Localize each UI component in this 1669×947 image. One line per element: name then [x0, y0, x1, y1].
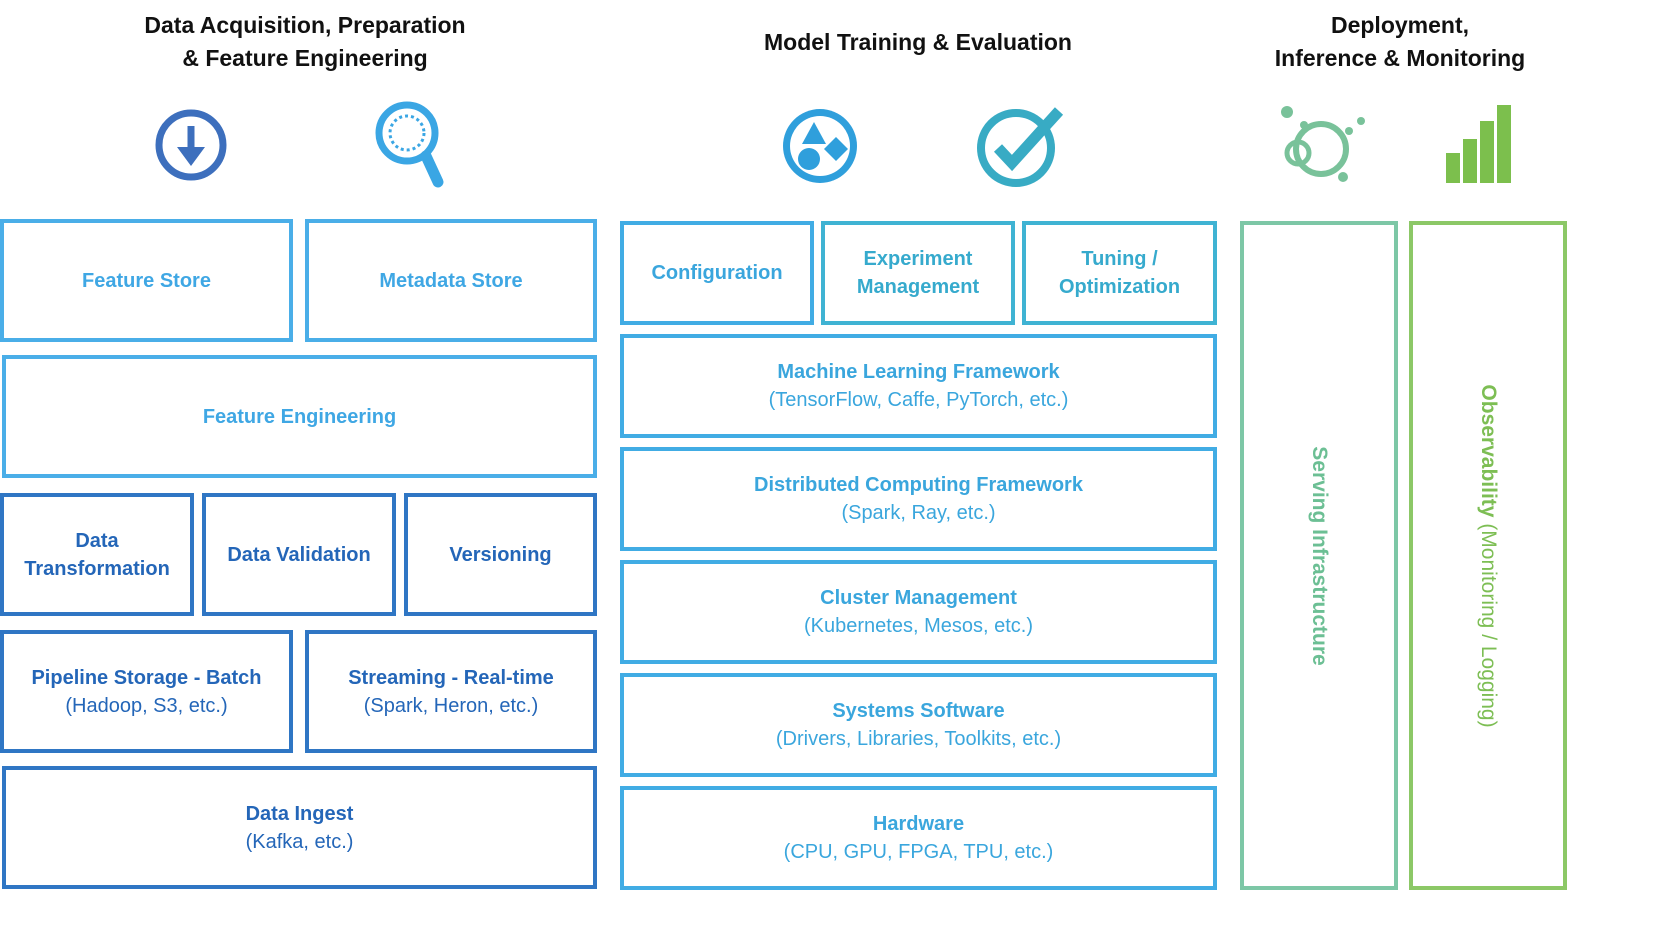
streaming-box: Streaming - Real-time (Spark, Heron, etc… — [305, 630, 597, 753]
systems-software-title: Systems Software — [832, 700, 1005, 722]
data-ingest-sub: (Kafka, etc.) — [245, 830, 354, 853]
header-training-line: Model Training & Evaluation — [764, 29, 1072, 55]
systems-software-box: Systems Software (Drivers, Libraries, To… — [620, 673, 1217, 777]
experiment-management-line2: Management — [856, 276, 980, 298]
observability-title: Observability — [1477, 383, 1500, 517]
header-training: Model Training & Evaluation — [718, 26, 1118, 59]
distributed-computing-title: Distributed Computing Framework — [754, 474, 1083, 496]
feature-engineering-box: Feature Engineering — [2, 355, 597, 478]
download-icon — [155, 109, 227, 181]
data-ingest-box: Data Ingest (Kafka, etc.) — [2, 766, 597, 889]
ml-framework-sub: (TensorFlow, Caffe, PyTorch, etc.) — [768, 389, 1069, 411]
feature-engineering-label: Feature Engineering — [202, 405, 397, 428]
configuration-box: Configuration — [620, 221, 814, 325]
header-data-prep-line2: & Feature Engineering — [182, 45, 428, 71]
data-validation-label: Data Validation — [227, 543, 371, 566]
metadata-store-box: Metadata Store — [305, 219, 597, 342]
header-deployment-line1: Deployment, — [1330, 12, 1470, 38]
distributed-computing-sub: (Spark, Ray, etc.) — [841, 502, 996, 524]
serving-infrastructure-text: Serving Infrastructure — [1308, 445, 1331, 666]
hardware-title: Hardware — [872, 813, 965, 835]
configuration-label: Configuration — [651, 262, 783, 284]
magnifier-icon — [375, 101, 444, 188]
serving-infrastructure-label: Serving Infrastructure — [1307, 446, 1331, 665]
bar-chart-icon — [1446, 105, 1511, 183]
versioning-label: Versioning — [449, 543, 552, 566]
shapes-icon — [783, 109, 857, 183]
streaming-sub: (Spark, Heron, etc.) — [363, 694, 539, 717]
header-data-prep: Data Acquisition, Preparation & Feature … — [100, 9, 510, 75]
serving-infrastructure-box: Serving Infrastructure — [1240, 221, 1398, 890]
systems-software-sub: (Drivers, Libraries, Toolkits, etc.) — [775, 728, 1062, 750]
feature-store-label: Feature Store — [82, 269, 211, 292]
tuning-line2: Optimization — [1058, 276, 1181, 298]
experiment-management-box: Experiment Management — [821, 221, 1015, 325]
checkmark-icon — [977, 107, 1064, 187]
header-deployment-line2: Inference & Monitoring — [1274, 45, 1526, 71]
streaming-title: Streaming - Real-time — [348, 666, 554, 689]
observability-box: Observability (Monitoring / Logging) — [1409, 221, 1567, 890]
header-data-prep-line1: Data Acquisition, Preparation — [144, 12, 466, 38]
pipeline-storage-title: Pipeline Storage - Batch — [31, 666, 262, 689]
pipeline-storage-sub: (Hadoop, S3, etc.) — [65, 694, 228, 717]
data-transformation-label-line2: Transformation — [24, 557, 170, 580]
tuning-box: Tuning / Optimization — [1022, 221, 1217, 325]
feature-store-box: Feature Store — [0, 219, 293, 342]
data-ingest-title: Data Ingest — [245, 802, 354, 825]
hardware-sub: (CPU, GPU, FPGA, TPU, etc.) — [783, 841, 1054, 863]
bubbles-icon — [1281, 106, 1365, 182]
observability-label: Observability (Monitoring / Logging) — [1476, 384, 1500, 727]
versioning-box: Versioning — [404, 493, 597, 616]
cluster-management-sub: (Kubernetes, Mesos, etc.) — [804, 615, 1033, 637]
data-transformation-label-line1: Data — [75, 529, 119, 552]
ml-framework-box: Machine Learning Framework (TensorFlow, … — [620, 334, 1217, 438]
distributed-computing-box: Distributed Computing Framework (Spark, … — [620, 447, 1217, 551]
cluster-management-box: Cluster Management (Kubernetes, Mesos, e… — [620, 560, 1217, 664]
data-transformation-box: Data Transformation — [0, 493, 194, 616]
tuning-line1: Tuning / — [1081, 248, 1158, 270]
observability-sub: (Monitoring / Logging) — [1477, 522, 1500, 728]
experiment-management-line1: Experiment — [863, 248, 973, 270]
metadata-store-label: Metadata Store — [379, 269, 523, 292]
cluster-management-title: Cluster Management — [820, 587, 1017, 609]
data-validation-box: Data Validation — [202, 493, 396, 616]
ml-framework-title: Machine Learning Framework — [777, 361, 1060, 383]
hardware-box: Hardware (CPU, GPU, FPGA, TPU, etc.) — [620, 786, 1217, 890]
header-deployment: Deployment, Inference & Monitoring — [1240, 9, 1560, 75]
pipeline-storage-box: Pipeline Storage - Batch (Hadoop, S3, et… — [0, 630, 293, 753]
